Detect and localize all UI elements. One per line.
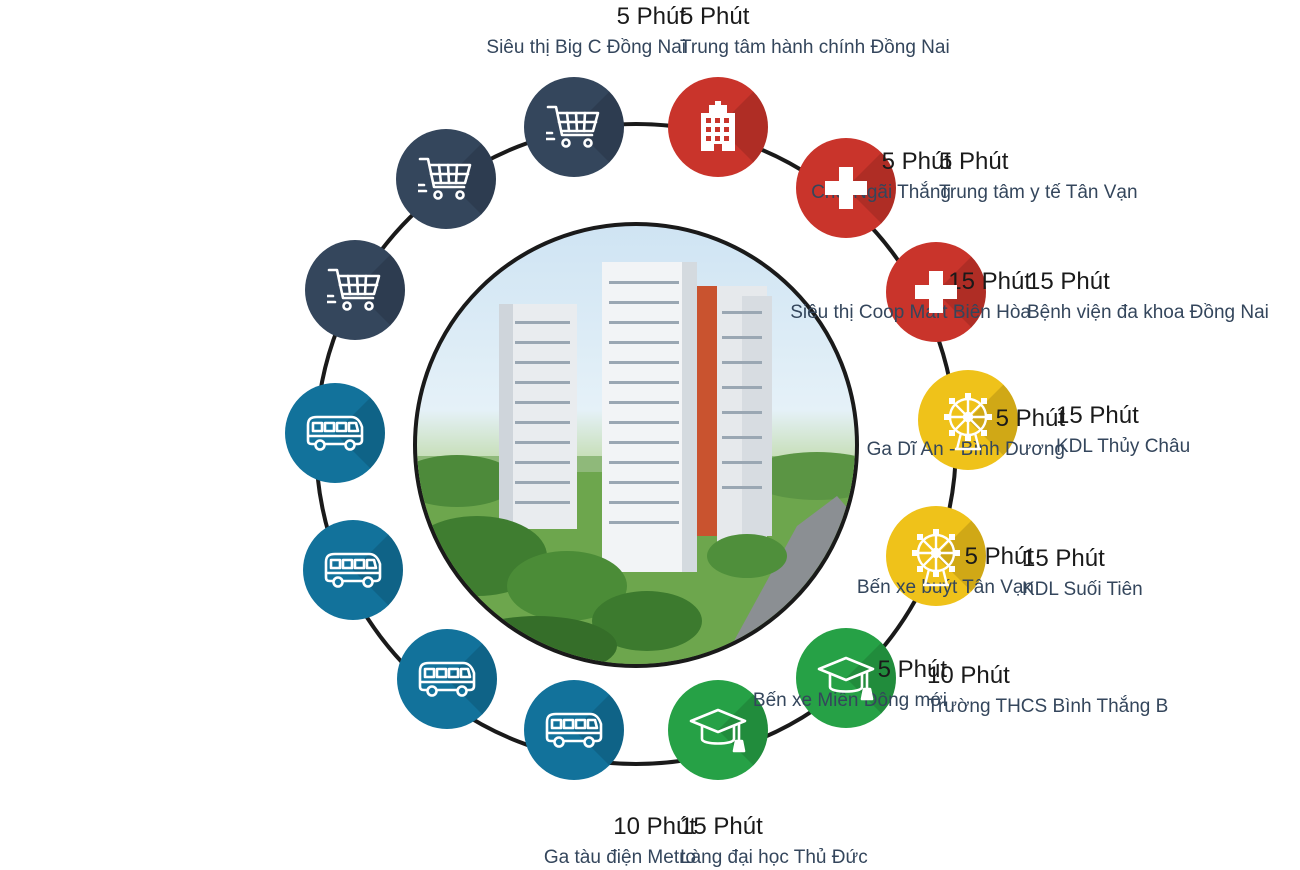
- destination-label-12: 5 Phút Ga Dĩ An - Bình Dương: [745, 405, 1065, 460]
- bus-icon: [305, 413, 365, 453]
- destination-node-2: [668, 77, 768, 177]
- destination-node-13: [305, 240, 405, 340]
- shopping-cart-icon: [327, 266, 383, 314]
- destination-node-4: [886, 242, 986, 342]
- destination-name: Bến xe Miền Đông mới: [752, 689, 947, 711]
- destination-label-9: 10 Phút Ga tàu điện Metro: [376, 813, 696, 868]
- graduation-cap-icon: [689, 705, 747, 755]
- destination-node-10: [397, 629, 497, 729]
- destination-name: Trung tâm y tế Tân Vạn: [939, 181, 1138, 203]
- office-building-icon: [695, 101, 741, 153]
- destination-node-11: [303, 520, 403, 620]
- travel-time: 5 Phút: [877, 656, 947, 683]
- destination-node-12: [285, 383, 385, 483]
- travel-time: 15 Phút: [680, 813, 763, 840]
- destination-name: Ga Dĩ An - Bình Dương: [866, 438, 1065, 460]
- destination-name: Trường THCS Bình Thắng B: [927, 695, 1169, 717]
- bus-icon: [417, 659, 477, 699]
- travel-time: 5 Phút: [995, 405, 1065, 432]
- travel-time: 5 Phút: [616, 3, 686, 30]
- graduation-cap-icon: [817, 653, 875, 703]
- ferris-wheel-icon: [905, 525, 967, 587]
- destination-name: Trung tâm hành chính Đồng Nai: [680, 36, 950, 58]
- medical-cross-icon: [823, 165, 869, 211]
- destination-node-9: [524, 680, 624, 780]
- destination-node-7: [796, 628, 896, 728]
- travel-time: 15 Phút: [1027, 268, 1110, 295]
- destination-name: Chợ Ngãi Thắng: [811, 181, 951, 203]
- shopping-cart-icon: [418, 155, 474, 203]
- destination-name: Bệnh viện đa khoa Đồng Nai: [1027, 301, 1269, 323]
- destination-node-1: [524, 77, 624, 177]
- destination-node-5: [918, 370, 1018, 470]
- travel-time: 5 Phút: [680, 3, 750, 30]
- travel-time: 10 Phút: [927, 662, 1010, 689]
- destination-name: KDL Thủy Châu: [1056, 435, 1191, 457]
- travel-time: 15 Phút: [1022, 545, 1105, 572]
- medical-cross-icon: [913, 269, 959, 315]
- destination-name: Bến xe buýt Tân Vạn: [856, 576, 1034, 598]
- travel-time: 15 Phút: [948, 268, 1031, 295]
- travel-time: 5 Phút: [881, 148, 951, 175]
- destination-name: Làng đại học Thủ Đức: [680, 846, 868, 868]
- bus-icon: [544, 710, 604, 750]
- destination-node-8: [668, 680, 768, 780]
- destination-node-3: [796, 138, 896, 238]
- travel-time: 10 Phút: [613, 813, 696, 840]
- destination-name: Siêu thị Big C Đồng Nai: [486, 36, 686, 58]
- destination-node-14: [396, 129, 496, 229]
- destination-name: KDL Suối Tiên: [1022, 578, 1143, 600]
- travel-time: 15 Phút: [1056, 402, 1139, 429]
- shopping-cart-icon: [546, 103, 602, 151]
- destination-name: Ga tàu điện Metro: [543, 846, 696, 868]
- destination-node-6: [886, 506, 986, 606]
- bus-icon: [323, 550, 383, 590]
- ferris-wheel-icon: [937, 389, 999, 451]
- travel-time: 5 Phút: [964, 543, 1034, 570]
- destination-name: Siêu thị Coop Mart Biên Hòa: [790, 301, 1031, 323]
- center-building-image: [413, 222, 859, 668]
- travel-time: 5 Phút: [939, 148, 1009, 175]
